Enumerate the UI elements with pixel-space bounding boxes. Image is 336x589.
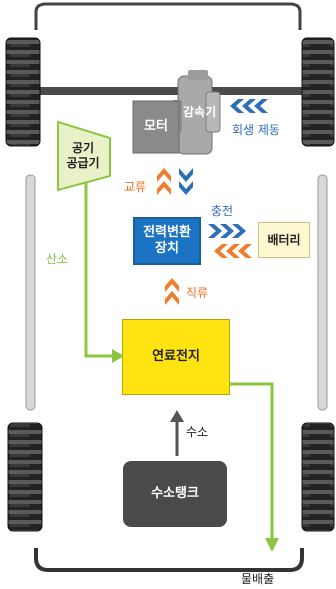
hydrogen-label: 수소: [186, 425, 209, 439]
fuel-cell-box: 연료전지: [122, 319, 230, 395]
regen-braking-label: 회생 제동: [232, 123, 280, 137]
dc-up-arrows: [165, 278, 179, 305]
ac-label: 교류: [124, 180, 147, 194]
ac-down-arrows: [179, 168, 193, 195]
water-exhaust-label: 물배출: [241, 572, 275, 586]
ac-up-arrows: [157, 168, 171, 195]
car-body-top: [34, 2, 302, 30]
regen-braking-arrows: [230, 99, 268, 113]
wheel-front-right: [301, 37, 335, 147]
oxygen-label: 산소: [46, 252, 69, 266]
water-flow-line: [230, 382, 274, 540]
right-rail: [317, 174, 328, 411]
hydrogen-tank-box: 수소탱크: [123, 461, 227, 527]
air-supply-label: 공기 공급기: [66, 141, 100, 170]
charge-right-arrows: [208, 224, 246, 238]
left-rail: [25, 174, 36, 411]
hydrogen-flow-arrowhead: [170, 410, 184, 422]
converter-box: 전력변환 장치: [133, 217, 201, 265]
dc-label: 직류: [186, 286, 209, 300]
oxygen-flow-arrowhead: [112, 349, 124, 363]
air-supply-box: [57, 120, 111, 192]
motor-label: 모터: [144, 118, 168, 134]
wheel-rear-left: [7, 422, 43, 532]
reducer-label: 감속기: [183, 105, 217, 119]
motor-box: [132, 100, 180, 154]
car-body-bottom: [34, 548, 304, 572]
battery-box: 배터리: [258, 222, 310, 258]
charge-label: 충전: [211, 204, 234, 218]
charge-left-arrows: [214, 244, 252, 258]
wheel-front-left: [5, 37, 41, 147]
oxygen-flow-line: [84, 182, 114, 358]
front-axle: [30, 87, 315, 95]
water-flow-arrowhead: [265, 538, 279, 552]
wheel-rear-right: [301, 422, 335, 532]
